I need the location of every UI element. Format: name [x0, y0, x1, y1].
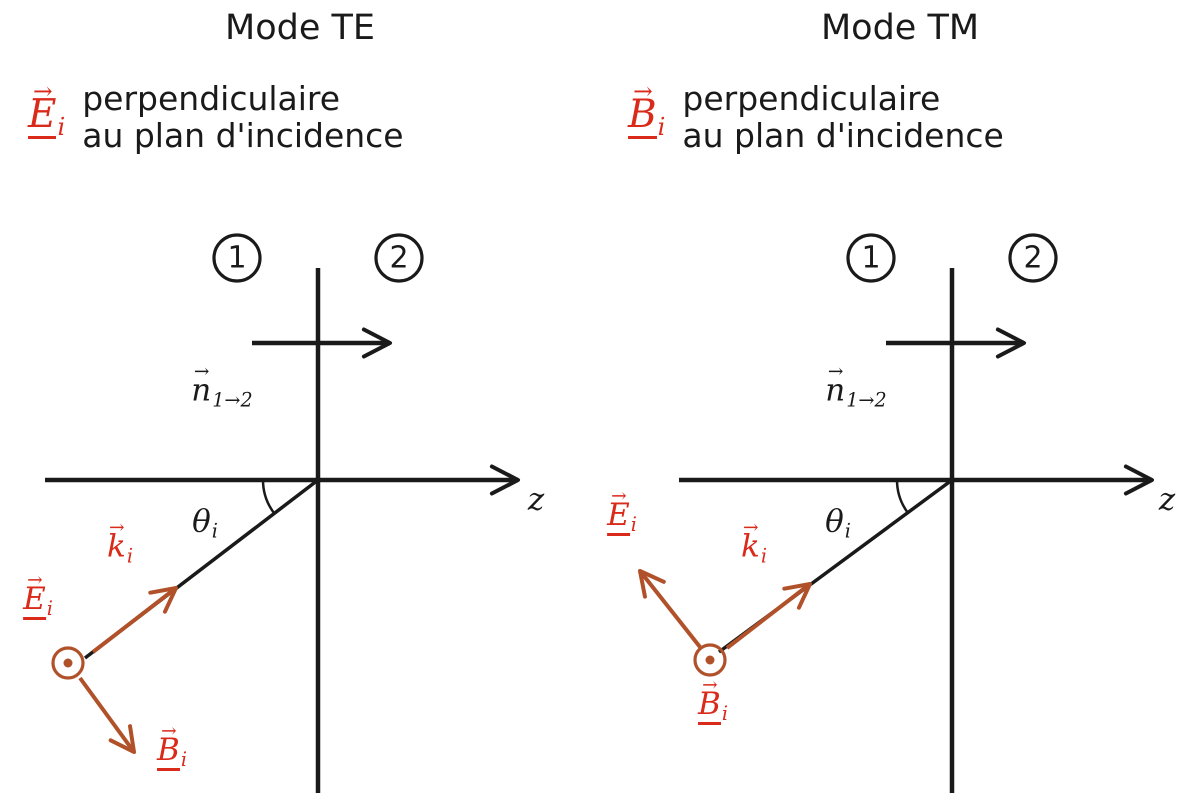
te-header: →Ei perpendiculaire au plan d'incidence — [28, 79, 404, 155]
theta-letter: θ — [825, 503, 844, 540]
te-region-1-number: 1 — [227, 240, 247, 276]
vector-base-letter: B — [698, 686, 721, 722]
tm-title: Mode TM — [820, 8, 980, 48]
vector-arrow-accent: → — [193, 361, 210, 383]
underlined-vector: →E — [28, 79, 57, 140]
te-description-line-2: au plan d'incidence — [82, 116, 404, 156]
te-out-of-plane-dot-icon — [63, 658, 73, 668]
vector-subscript: i — [57, 113, 66, 142]
tm-region-2-circle — [1008, 233, 1058, 283]
vector-arrow-accent: → — [827, 361, 844, 383]
vector: →k — [741, 519, 760, 565]
te-out-of-plane-circle-icon — [51, 646, 85, 680]
vector-base-letter: E — [607, 497, 630, 533]
te-region-2-number: 2 — [389, 240, 409, 276]
tm-region-1-circle — [846, 233, 896, 283]
tm-incidence-angle-label: θi — [825, 503, 851, 541]
tm-description-line-1: perpendiculaire — [682, 79, 941, 118]
te-description: perpendiculaire au plan d'incidence — [82, 80, 403, 155]
vector-subscript: i — [760, 544, 767, 568]
vector-arrow-accent: → — [27, 570, 43, 592]
te-k-vector-label: →ki — [107, 519, 133, 566]
tm-out-of-plane-dot-icon — [705, 655, 715, 665]
tm-normal-vector-label: →n1→2 — [825, 363, 887, 410]
te-region-2-circle — [374, 233, 424, 283]
underlined-vector: →B — [157, 723, 180, 771]
te-header-vector: →Ei — [28, 79, 66, 142]
vector-subscript: i — [46, 597, 53, 621]
theta-subscript: i — [211, 519, 218, 543]
underlined-vector: →E — [23, 572, 46, 620]
tm-k-vector-label: →ki — [741, 519, 767, 566]
tm-z-axis-label: z — [1158, 481, 1176, 518]
vector-arrow-accent: → — [611, 486, 627, 508]
tm-E-vector-label: →Ei — [607, 488, 637, 537]
te-description-line-1: perpendiculaire — [82, 79, 341, 118]
tm-description-line-2: au plan d'incidence — [682, 116, 1004, 156]
vector-base-letter: k — [741, 528, 760, 565]
vector-arrow-accent: → — [702, 675, 718, 697]
vector-base-letter: B — [157, 732, 180, 768]
vector-arrow-accent: → — [161, 721, 177, 743]
vector-arrow-accent: → — [108, 517, 125, 539]
vector-subscript: i — [721, 702, 728, 726]
te-incidence-angle-label: θi — [192, 503, 218, 541]
vector-subscript: i — [126, 544, 133, 568]
vector-subscript: i — [180, 748, 187, 772]
underlined-vector: →B — [628, 79, 657, 140]
vector-subscript: 1→2 — [212, 388, 253, 412]
tm-header: →Bi perpendiculaire au plan d'incidence — [628, 79, 1004, 155]
vector-arrow-accent: → — [742, 517, 759, 539]
te-k-vector-arrow — [91, 586, 178, 654]
te-title: Mode TE — [225, 8, 375, 48]
vector-base-letter: n — [825, 372, 846, 409]
vector-base-letter: E — [23, 581, 46, 617]
vector-base-letter: n — [191, 372, 212, 409]
theta-subscript: i — [844, 519, 851, 543]
vector: →k — [107, 519, 126, 565]
tm-E-vector-arrow — [638, 569, 702, 649]
te-B-vector-arrow — [78, 676, 136, 754]
tm-region-2-number: 2 — [1023, 240, 1043, 276]
vector-subscript: i — [630, 513, 637, 537]
vector-base-letter: E — [28, 92, 57, 138]
tm-region-1-number: 1 — [861, 240, 881, 276]
tm-header-vector: →Bi — [628, 79, 666, 142]
vector: →n — [191, 363, 212, 409]
underlined-vector: →E — [607, 488, 630, 536]
te-region-1-circle — [212, 233, 262, 283]
te-z-axis-label: z — [527, 481, 545, 518]
vector-base-letter: k — [107, 528, 126, 565]
vector-arrow-accent: → — [32, 77, 53, 106]
vector-arrow-accent: → — [633, 77, 653, 106]
tm-B-vector-label: →Bi — [698, 677, 728, 726]
tm-out-of-plane-circle-icon — [693, 643, 727, 677]
tm-angle-arc — [895, 479, 909, 514]
vector-base-letter: B — [628, 92, 657, 138]
theta-letter: θ — [192, 503, 211, 540]
vector: →n — [825, 363, 846, 409]
underlined-vector: →B — [698, 677, 721, 725]
tm-description: perpendiculaire au plan d'incidence — [682, 80, 1003, 155]
vector-subscript: i — [657, 113, 666, 142]
te-normal-vector-label: →n1→2 — [191, 363, 253, 410]
te-B-vector-label: →Bi — [157, 723, 187, 772]
te-angle-arc — [261, 479, 276, 515]
te-E-vector-label: →Ei — [23, 572, 53, 621]
tm-k-vector-arrow — [725, 582, 812, 650]
vector-subscript: 1→2 — [846, 388, 887, 412]
